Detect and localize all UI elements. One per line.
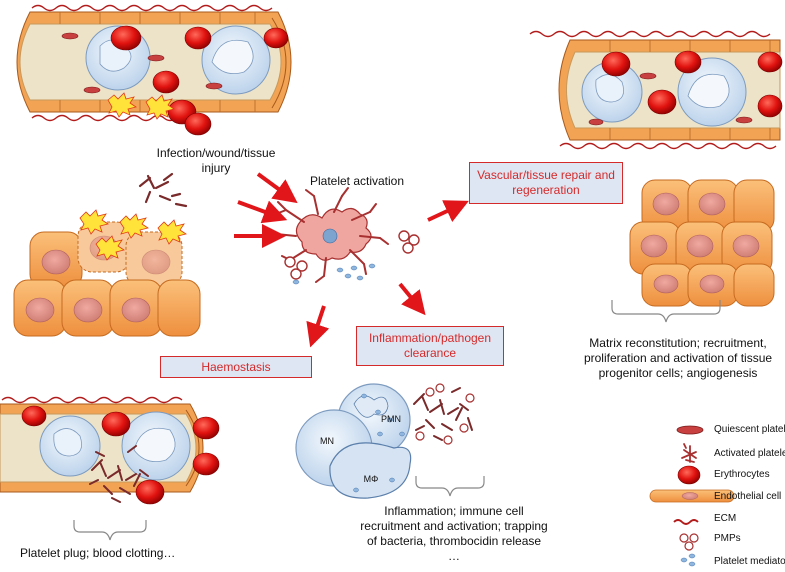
leukocyte (121, 411, 191, 481)
quiescent-platelet (588, 72, 753, 126)
legend-endothelial-label: Endothelial cell (714, 491, 782, 502)
plug-caption: Platelet plug; blood clotting… (20, 546, 176, 560)
injured-tissue (13, 209, 201, 337)
vessel-repaired (529, 30, 783, 150)
mn-label: MN (320, 436, 334, 446)
repair-caption: Matrix reconstitution; recruitment, prol… (583, 336, 773, 380)
bacteria-cluster (138, 172, 188, 208)
injury-label: Infection/wound/tissue injury (156, 146, 276, 175)
activated-platelet-cluster (275, 187, 389, 283)
legend-pmps-label: PMPs (714, 533, 741, 544)
pmn-label: PMN (381, 414, 401, 424)
erythrocyte-icon (677, 465, 701, 485)
repair-box: Vascular/tissue repair and regeneration (469, 162, 623, 204)
legend-quiescent-label: Quiescent platelets (714, 424, 785, 435)
erythrocyte (601, 50, 783, 118)
bacteria-trap (413, 387, 473, 441)
platelet-mediators (292, 263, 376, 285)
platelet-activation-label: Platelet activation (309, 174, 405, 188)
platelet-plug (89, 445, 149, 503)
haemostasis-box: Haemostasis (160, 356, 312, 378)
activated-platelet-icon (681, 443, 697, 463)
regenerated-tissue (611, 179, 775, 323)
arrow-injury-to-activation (256, 172, 298, 204)
leukocyte (39, 415, 101, 477)
legend-ecm-label: ECM (714, 513, 737, 524)
arrow-to-repair (427, 200, 469, 222)
erythrocyte (110, 25, 289, 136)
mphi-label: MΦ (363, 474, 379, 484)
ecm-icon (673, 519, 699, 525)
immune-cells (295, 383, 485, 499)
leukocyte (201, 25, 271, 95)
arrow-to-haemostasis (306, 305, 330, 348)
bracket (73, 520, 147, 541)
quiescent-platelet (61, 32, 223, 94)
endothelial-cell-icon (649, 489, 735, 503)
inflammation-box: Inflammation/pathogen clearance (356, 326, 504, 366)
vessel-platelet-plug (0, 396, 220, 541)
legend-icons (649, 425, 735, 567)
pmp-icon (679, 533, 699, 551)
injury-spark (79, 209, 187, 261)
erythrocyte (21, 405, 220, 505)
bracket (611, 300, 721, 323)
pmp-cluster (284, 230, 420, 280)
platelet-mediator-icon (680, 553, 696, 567)
macrophage-cell (329, 442, 412, 499)
leukocyte (581, 61, 643, 123)
legend-activated-label: Activated platelets (714, 448, 785, 459)
bracket (415, 476, 485, 497)
legend-erythrocytes-label: Erythrocytes (714, 469, 770, 480)
arrow-to-inflammation (398, 282, 426, 316)
quiescent-platelet-icon (676, 425, 704, 435)
injury-spark (107, 92, 175, 120)
vessel-injured (16, 4, 292, 136)
leukocyte (677, 57, 747, 127)
arrow-injury-to-activation (237, 200, 288, 224)
legend-mediators-label: Platelet mediators (714, 556, 785, 567)
inflammation-caption: Inflammation; immune cell recruitment an… (360, 504, 548, 563)
arrows (234, 172, 469, 348)
